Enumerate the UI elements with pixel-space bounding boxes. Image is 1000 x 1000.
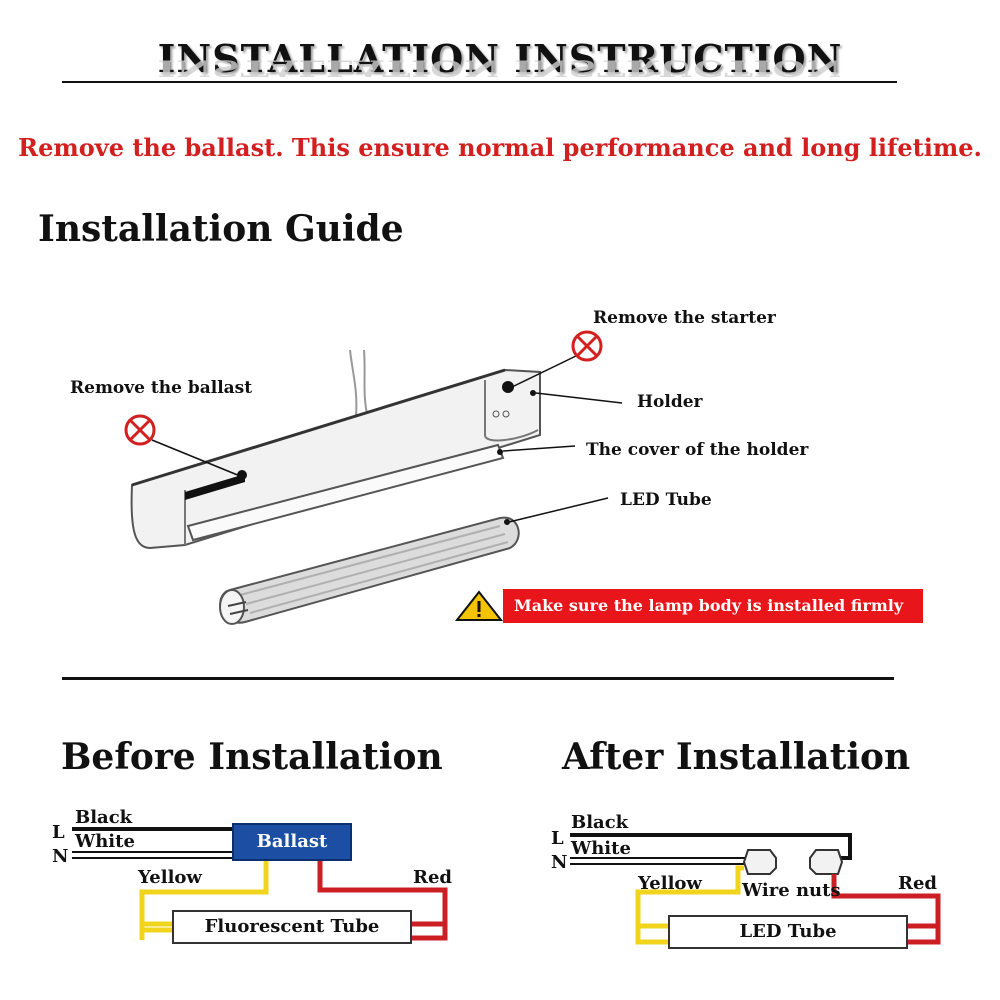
starter-dot: [502, 381, 514, 393]
label-led-tube: LED Tube: [620, 490, 712, 510]
warning-text: Make sure the lamp body is installed fir…: [514, 596, 904, 615]
ballast-box: Ballast: [232, 823, 352, 861]
prohibit-ballast-icon: [124, 414, 156, 446]
after-red-wire: [831, 874, 941, 945]
fixture-body: [130, 368, 541, 550]
before-red-label: Red: [413, 867, 452, 888]
before-white-label: White: [75, 831, 135, 852]
wire-nut-left-icon: [742, 849, 777, 875]
after-red-label: Red: [898, 873, 937, 894]
tube-end-cap: [219, 589, 245, 625]
after-installation-heading: After Installation: [562, 736, 911, 778]
before-wiring-diagram: [72, 827, 448, 941]
tube-leader: [508, 497, 609, 523]
after-black-label: Black: [571, 812, 629, 833]
after-L-label: L: [551, 828, 564, 849]
holder-cover: [186, 443, 505, 542]
cover-dot: [497, 449, 503, 455]
section-divider: [62, 677, 894, 680]
ballast-notice: Remove the ballast. This ensure normal p…: [18, 133, 982, 162]
before-red-wire: [317, 861, 448, 941]
before-installation-heading: Before Installation: [61, 736, 443, 778]
fixture-top-edge: [131, 368, 506, 487]
wire-nut-right-icon: [809, 849, 844, 875]
after-yellow-wire: [635, 865, 744, 945]
tube-dot: [504, 519, 510, 525]
holder-pin-2: [502, 410, 510, 418]
title-underline: [62, 81, 897, 83]
led-tube-box: LED Tube: [668, 915, 908, 949]
holder-end: [484, 380, 539, 442]
label-remove-ballast: Remove the ballast: [70, 378, 253, 398]
after-N-label: N: [551, 852, 568, 873]
warning-banner: [455, 589, 923, 623]
holder-pin: [492, 410, 500, 418]
wire-nuts-label: Wire nuts: [742, 880, 841, 901]
ballast-part: [185, 474, 245, 500]
before-black-label: Black: [75, 807, 133, 828]
before-L-label: L: [52, 822, 65, 843]
holder-dot: [530, 390, 536, 396]
prohibit-starter-icon: [571, 330, 603, 362]
cover-leader: [502, 445, 576, 452]
title-reflection: INSTALLATION INSTRUCTION: [157, 55, 843, 82]
after-white-label: White: [571, 838, 631, 859]
label-remove-starter: Remove the starter: [593, 308, 776, 328]
starter-leader: [511, 354, 579, 388]
hanging-wire-2: [363, 349, 369, 419]
installation-guide-heading: Installation Guide: [38, 208, 404, 250]
label-holder-cover: The cover of the holder: [586, 440, 809, 460]
ballast-dot: [237, 470, 247, 480]
after-yellow-label: Yellow: [638, 873, 702, 894]
tube-stripes: [239, 525, 509, 614]
hanging-wire: [349, 349, 358, 416]
before-yellow-label: Yellow: [138, 867, 202, 888]
label-holder: Holder: [637, 392, 703, 412]
ballast-leader: [151, 439, 241, 477]
tube-pins: [227, 601, 249, 615]
after-black-wire: [570, 833, 852, 860]
fluorescent-tube-box: Fluorescent Tube: [172, 910, 412, 944]
fixture-illustration: [124, 330, 623, 625]
page-title: INSTALLATION INSTRUCTION: [157, 36, 843, 81]
before-N-label: N: [52, 846, 69, 867]
holder-leader: [535, 392, 623, 404]
after-wiring-diagram: [570, 833, 941, 945]
